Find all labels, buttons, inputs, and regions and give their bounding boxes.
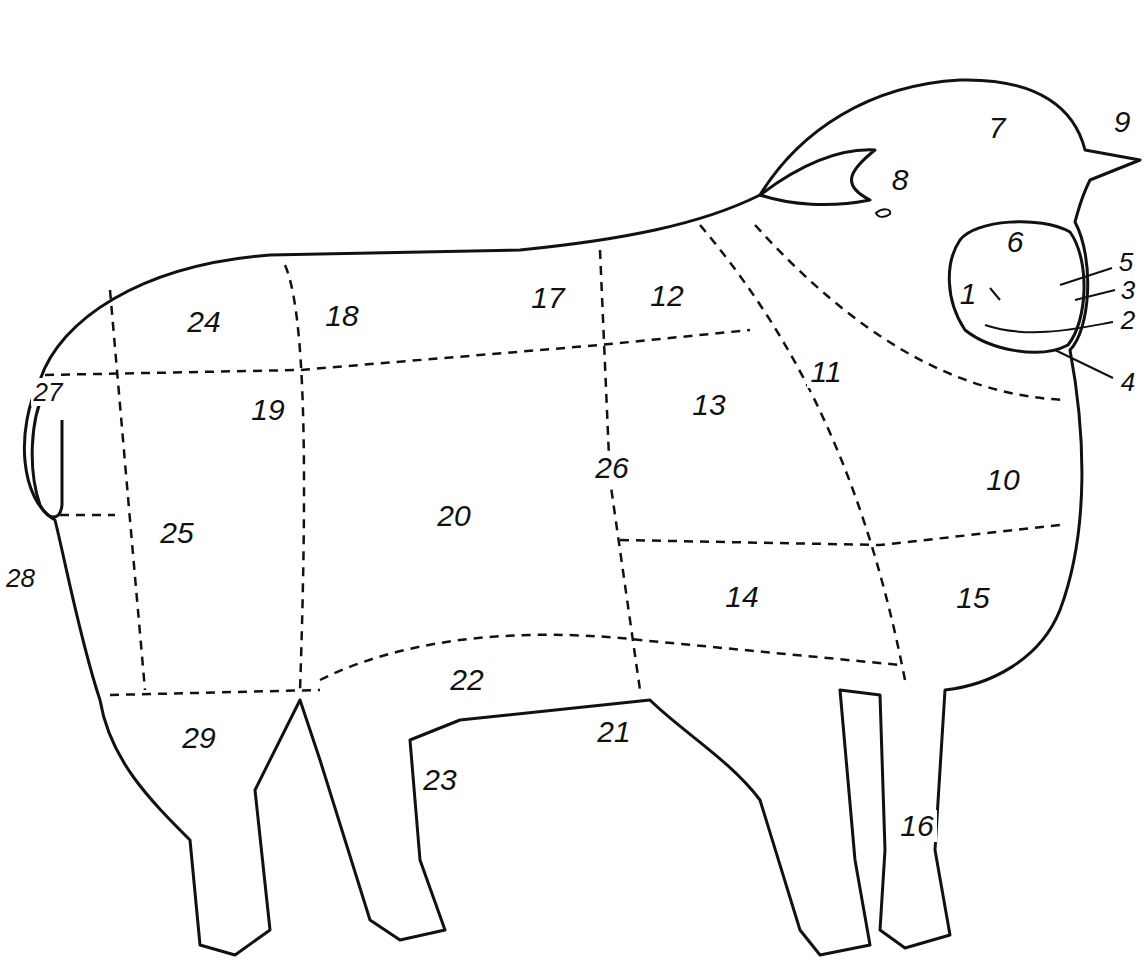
- callout-number: 14: [722, 581, 761, 613]
- callout-number: 3: [1118, 276, 1138, 304]
- callout-number: 22: [447, 664, 486, 696]
- callout-number: 13: [689, 389, 728, 421]
- callout-number: 7: [986, 112, 1009, 144]
- callout-number: 29: [179, 722, 218, 754]
- face-outline: [949, 222, 1084, 353]
- callout-number: 20: [434, 500, 473, 532]
- callout-number: 10: [983, 464, 1022, 496]
- callout-number: 16: [897, 810, 936, 842]
- eye: [876, 209, 890, 217]
- region-line: [620, 525, 1060, 545]
- ear: [760, 150, 875, 205]
- region-line: [45, 330, 750, 375]
- region-line: [110, 290, 145, 690]
- nostril: [990, 288, 1000, 300]
- region-line: [700, 225, 905, 680]
- callout-number: 6: [1004, 226, 1027, 258]
- callout-number: 26: [592, 452, 631, 484]
- callout-number: 1: [957, 278, 980, 310]
- callout-number: 27: [31, 378, 66, 406]
- region-line: [110, 690, 320, 695]
- sheep-outline: [24, 80, 1140, 955]
- callout-number: 25: [157, 517, 196, 549]
- region-line: [755, 225, 1065, 400]
- tail: [32, 390, 62, 517]
- callout-number: 8: [889, 164, 912, 196]
- region-line: [320, 635, 900, 680]
- callout-number: 12: [647, 280, 686, 312]
- callout-number: 23: [420, 764, 459, 796]
- region-line: [60, 514, 115, 517]
- callout-number: 4: [1118, 368, 1138, 396]
- callout-number: 18: [322, 300, 361, 332]
- callout-number: 2: [1118, 306, 1138, 334]
- leader-line: [1060, 268, 1112, 285]
- leader-line: [1055, 350, 1113, 378]
- callout-number: 11: [807, 356, 844, 388]
- callout-number: 15: [953, 582, 992, 614]
- callout-number: 24: [184, 306, 223, 338]
- region-line: [285, 265, 304, 690]
- leader-line: [1075, 290, 1115, 300]
- callout-number: 21: [594, 716, 633, 748]
- callout-number: 19: [248, 394, 287, 426]
- leader-line: [985, 322, 1113, 332]
- callout-number: 28: [3, 564, 38, 592]
- callout-number: 5: [1116, 248, 1136, 276]
- callout-number: 9: [1111, 106, 1134, 138]
- callout-number: 17: [528, 282, 567, 314]
